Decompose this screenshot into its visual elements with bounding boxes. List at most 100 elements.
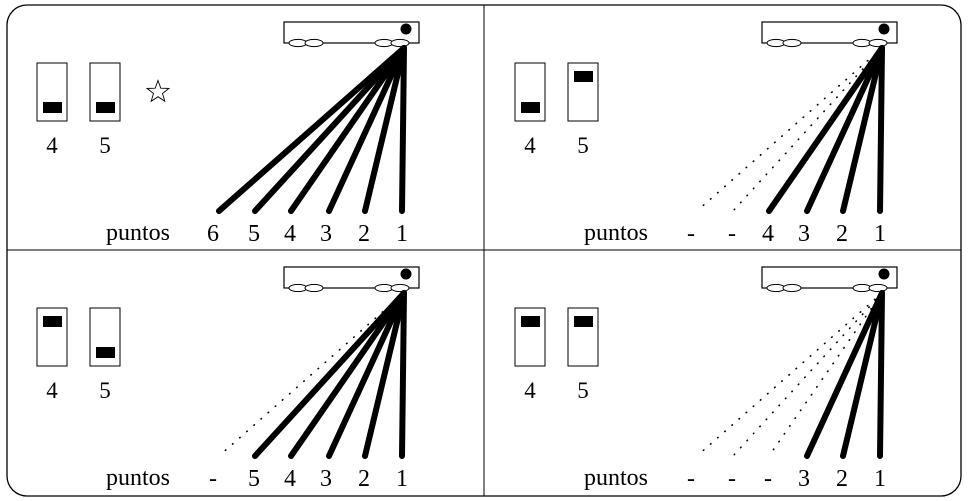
launcher-device (283, 21, 420, 48)
switch-5: 5 (567, 62, 599, 158)
roller (868, 283, 888, 293)
switch-knob (43, 316, 62, 327)
point-value: - (728, 221, 736, 247)
switch-knob (43, 102, 62, 113)
switch-knob (574, 316, 593, 327)
switch-label: 4 (524, 378, 536, 403)
ray-2 (840, 45, 885, 214)
switch-4: 4 (514, 307, 546, 403)
switch-knob (96, 102, 115, 113)
ray-1 (399, 290, 407, 459)
ray-6 (216, 45, 407, 214)
roller (852, 283, 872, 293)
ray-4 (766, 45, 885, 214)
switch-4: 4 (36, 307, 68, 403)
roller (390, 38, 410, 48)
ray-3 (326, 290, 407, 459)
point-value: 3 (798, 221, 810, 247)
point-value: 5 (248, 221, 260, 247)
points-word: puntos (584, 220, 648, 246)
ray-3 (804, 45, 885, 214)
roller (288, 283, 308, 293)
roller (390, 283, 410, 293)
roller (852, 38, 872, 48)
point-value: 1 (396, 221, 408, 247)
roller (304, 283, 324, 293)
roller (782, 38, 802, 48)
switch-4: 4 (514, 62, 546, 158)
launch-ball (400, 23, 412, 35)
roller (868, 38, 888, 48)
point-value: 2 (358, 221, 370, 247)
switch-4: 4 (36, 62, 68, 158)
switch-label: 5 (577, 133, 589, 158)
roller (782, 283, 802, 293)
switch-5: 5 (89, 62, 121, 158)
roller (766, 283, 786, 293)
point-value: - (764, 466, 772, 492)
point-value: 2 (836, 466, 848, 492)
ray-2 (840, 290, 885, 459)
roller (374, 38, 394, 48)
star-icon (145, 79, 171, 103)
launch-ball (878, 23, 890, 35)
point-value: - (209, 466, 217, 492)
switch-knob (96, 347, 115, 358)
point-value: 1 (396, 466, 408, 492)
switch-5: 5 (567, 307, 599, 403)
point-value: 1 (874, 221, 886, 247)
ray-1 (877, 45, 885, 214)
ray-6 (218, 292, 405, 457)
point-value: 3 (320, 221, 332, 247)
point-value: - (728, 466, 736, 492)
points-word: puntos (584, 465, 648, 491)
switch-label: 4 (524, 133, 536, 158)
launcher-device (761, 266, 898, 293)
ray-2 (362, 290, 407, 459)
switch-5: 5 (89, 307, 121, 403)
points-word: puntos (106, 220, 170, 246)
point-value: 6 (207, 221, 219, 247)
switch-label: 5 (577, 378, 589, 403)
launcher-device (283, 266, 420, 293)
ray-1 (877, 290, 885, 459)
roller (374, 283, 394, 293)
launch-ball (878, 268, 890, 280)
point-value: 4 (284, 466, 296, 492)
point-value: 2 (358, 466, 370, 492)
point-value: 5 (248, 466, 260, 492)
ray-4 (288, 45, 407, 214)
points-word: puntos (106, 465, 170, 491)
switch-knob (574, 71, 593, 82)
ray-1 (399, 45, 407, 214)
ray-2 (362, 45, 407, 214)
roller (304, 38, 324, 48)
ray-3 (326, 45, 407, 214)
point-value: 2 (836, 221, 848, 247)
switch-knob (521, 102, 540, 113)
launch-ball (400, 268, 412, 280)
ray-5 (252, 45, 407, 214)
point-value: 1 (874, 466, 886, 492)
roller (766, 38, 786, 48)
switch-label: 4 (46, 378, 58, 403)
point-value: - (687, 221, 695, 247)
ray-5 (252, 290, 407, 459)
launcher-device (761, 21, 898, 48)
switch-knob (521, 316, 540, 327)
switch-label: 5 (99, 133, 111, 158)
point-value: - (687, 466, 695, 492)
ray-6 (696, 47, 883, 212)
switch-label: 4 (46, 133, 58, 158)
switch-label: 5 (99, 378, 111, 403)
ray-4 (288, 290, 407, 459)
ray-6 (696, 292, 883, 457)
roller (288, 38, 308, 48)
point-value: 3 (320, 466, 332, 492)
ray-3 (804, 290, 885, 459)
